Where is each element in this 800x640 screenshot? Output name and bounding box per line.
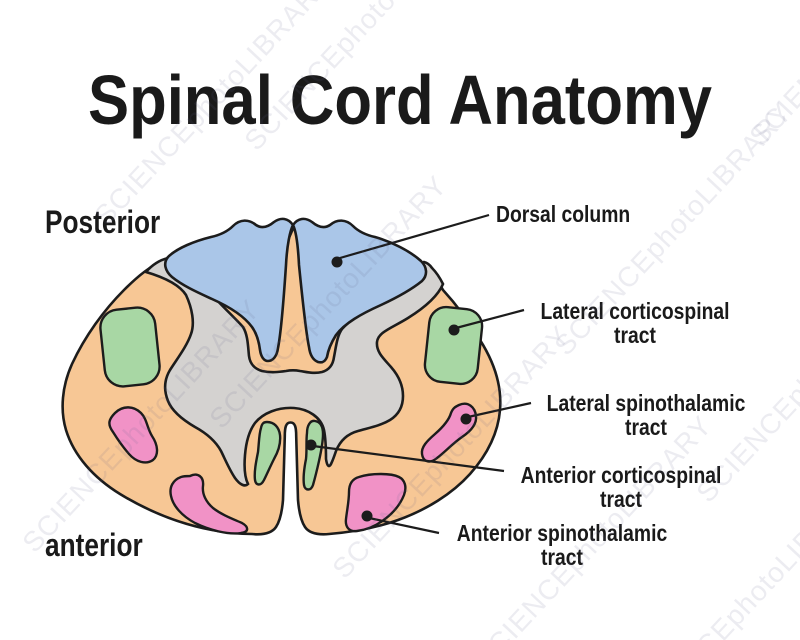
anterior-corticospinal-right [302,419,325,491]
lateral-spinothalamic-left [108,406,159,464]
anterior-corticospinal-left [253,420,282,486]
leader-lateral-corticospinal [455,308,525,330]
anterior-spinothalamic-left [169,473,249,535]
dot-lateral-spinothalamic [460,413,472,425]
dot-anterior-corticospinal [305,439,317,451]
dot-dorsal-column [331,256,343,268]
anterior-spinothalamic-right [344,472,407,533]
leader-anterior-spinothalamic [368,516,440,535]
dorsal-column-left [163,217,295,363]
page-title: Spinal Cord Anatomy [87,61,713,139]
leader-dorsal-column [339,213,490,260]
lateral-corticospinal-left [99,306,161,388]
leader-lines [312,213,532,535]
leader-lateral-spinothalamic [467,401,532,419]
leader-dots [305,256,472,522]
lateral-corticospinal-right [423,305,484,386]
dorsal-column-right [291,217,428,364]
gray-matter [143,256,445,487]
dot-lateral-corticospinal [448,324,460,336]
anterior-label: anterior [45,527,143,563]
posterior-label: Posterior [45,204,161,240]
dot-anterior-spinothalamic [361,510,373,522]
annotation-dorsal-column: Dorsal column [496,201,631,227]
leader-anterior-corticospinal [312,444,505,473]
